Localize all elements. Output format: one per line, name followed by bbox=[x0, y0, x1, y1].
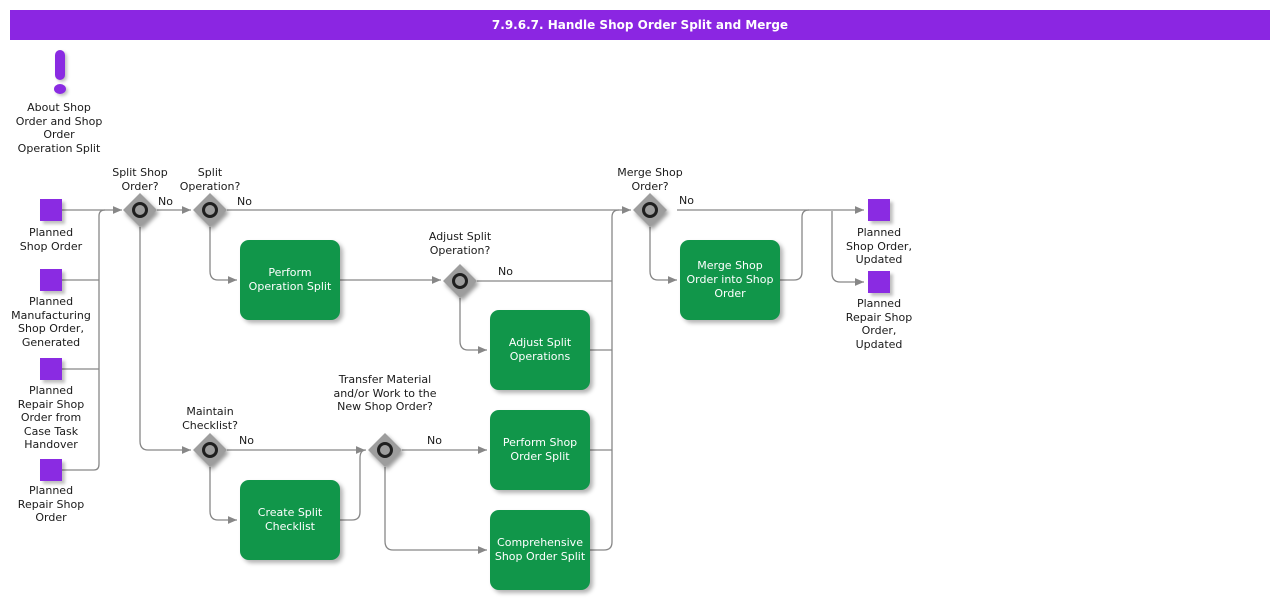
no-label-transfer-material: No bbox=[427, 434, 442, 447]
no-label-split-shop-order: No bbox=[158, 195, 173, 208]
activity-adjust-split-operations[interactable]: Adjust Split Operations bbox=[490, 310, 590, 390]
gateway-adjust-split-operation bbox=[443, 264, 477, 298]
gateway-transfer-material bbox=[368, 433, 402, 467]
event-planned-repair-shop-order-updated[interactable] bbox=[868, 271, 890, 293]
no-label-split-operation: No bbox=[237, 195, 252, 208]
circle-icon bbox=[452, 273, 468, 289]
no-label-maintain-checklist: No bbox=[239, 434, 254, 447]
event-label-planned-manufacturing-shop-order: Planned Manufacturing Shop Order, Genera… bbox=[11, 295, 91, 349]
activity-merge-shop-order-into-shop-order[interactable]: Merge Shop Order into Shop Order bbox=[680, 240, 780, 320]
gateway-split-shop-order bbox=[123, 193, 157, 227]
event-label-planned-repair-shop-order-updated: Planned Repair Shop Order, Updated bbox=[845, 297, 913, 351]
gateway-question-split-shop-order: Split Shop Order? bbox=[112, 166, 168, 193]
event-planned-shop-order-updated[interactable] bbox=[868, 199, 890, 221]
event-label-planned-repair-shop-order: Planned Repair Shop Order bbox=[17, 484, 85, 524]
gateway-merge-shop-order bbox=[633, 193, 667, 227]
circle-icon bbox=[202, 202, 218, 218]
event-planned-repair-shop-order-handover[interactable] bbox=[40, 358, 62, 380]
event-planned-manufacturing-shop-order[interactable] bbox=[40, 269, 62, 291]
exclamation-icon[interactable] bbox=[55, 50, 65, 80]
page-title: 7.9.6.7. Handle Shop Order Split and Mer… bbox=[10, 10, 1270, 40]
event-planned-repair-shop-order[interactable] bbox=[40, 459, 62, 481]
activity-comprehensive-shop-order-split[interactable]: Comprehensive Shop Order Split bbox=[490, 510, 590, 590]
activity-perform-shop-order-split[interactable]: Perform Shop Order Split bbox=[490, 410, 590, 490]
no-label-adjust-split-operation: No bbox=[498, 265, 513, 278]
gateway-question-transfer-material: Transfer Material and/or Work to the New… bbox=[333, 373, 437, 413]
exclamation-icon-dot[interactable] bbox=[54, 84, 66, 94]
circle-icon bbox=[202, 442, 218, 458]
gateway-question-split-operation: Split Operation? bbox=[179, 166, 241, 193]
event-label-planned-shop-order-updated: Planned Shop Order, Updated bbox=[846, 226, 912, 266]
activity-perform-operation-split[interactable]: Perform Operation Split bbox=[240, 240, 340, 320]
circle-icon bbox=[377, 442, 393, 458]
event-planned-shop-order[interactable] bbox=[40, 199, 62, 221]
gateway-maintain-checklist bbox=[193, 433, 227, 467]
annotation-label[interactable]: About Shop Order and Shop Order Operatio… bbox=[15, 101, 103, 155]
gateway-question-maintain-checklist: Maintain Checklist? bbox=[182, 405, 238, 432]
circle-icon bbox=[132, 202, 148, 218]
gateway-split-operation bbox=[193, 193, 227, 227]
event-label-planned-repair-shop-order-handover: Planned Repair Shop Order from Case Task… bbox=[17, 384, 85, 451]
event-label-planned-shop-order: Planned Shop Order bbox=[19, 226, 83, 253]
gateway-question-merge-shop-order: Merge Shop Order? bbox=[617, 166, 683, 193]
activity-create-split-checklist[interactable]: Create Split Checklist bbox=[240, 480, 340, 560]
no-label-merge-shop-order: No bbox=[679, 194, 694, 207]
gateway-question-adjust-split-operation: Adjust Split Operation? bbox=[428, 230, 492, 257]
circle-icon bbox=[642, 202, 658, 218]
